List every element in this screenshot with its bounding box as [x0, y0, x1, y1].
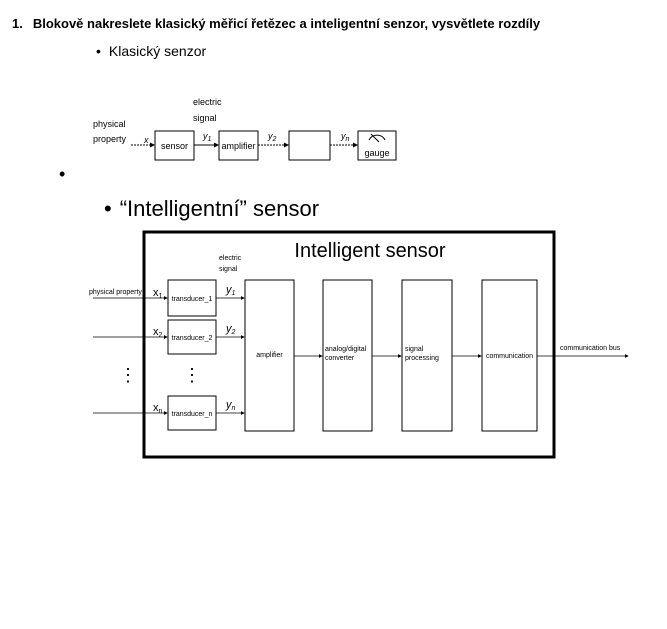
adc-label-1: analog/digital — [325, 346, 367, 353]
intelligent-yn-label: yn — [225, 399, 236, 412]
classic-gauge-box — [357, 130, 397, 161]
question-heading: 1. Blokově nakreslete klasický měřicí řet… — [12, 16, 540, 31]
intelligent-electric-label-2: signal — [219, 266, 238, 273]
transducer-n-box — [167, 395, 217, 431]
classic-y1-label: y1 — [202, 131, 212, 143]
signal-processing-label-1: signal — [405, 346, 424, 353]
classic-physical-label-1: physical — [93, 119, 126, 129]
classic-y2-label: y2 — [267, 131, 277, 143]
transducer-1-box — [167, 279, 217, 317]
communication-label: communication — [486, 353, 533, 360]
transducer-2-label: transducer_2 — [172, 335, 213, 342]
bullet-classic-sensor: • Klasický senzor — [96, 43, 206, 59]
intelligent-x2-label: x2 — [153, 326, 163, 339]
classic-x-label: x — [143, 135, 149, 145]
classic-gauge-label: gauge — [364, 148, 389, 158]
classic-yn-label: yn — [340, 131, 350, 143]
classic-amplifier-box — [218, 130, 259, 161]
intelligent-electric-label-1: electric — [219, 255, 242, 262]
classic-electric-label-2: signal — [193, 113, 217, 123]
adc-box — [322, 279, 373, 432]
bullet-intelligent-label: “Intelligentní” sensor — [119, 196, 320, 221]
classic-amplifier-label: amplifier — [221, 141, 255, 151]
classic-sensor-label: sensor — [161, 141, 188, 151]
intelligent-y2-label: y2 — [225, 323, 236, 336]
transducer-1-label: transducer_1 — [172, 296, 213, 303]
signal-processing-box — [401, 279, 453, 432]
intelligent-amplifier-label: amplifier — [256, 352, 283, 359]
gauge-needle-icon — [370, 133, 380, 143]
bullet-dot: • — [104, 196, 112, 221]
transducers-ellipsis: ⋮ — [183, 365, 201, 385]
question-number: 1. — [12, 16, 23, 31]
adc-label-2: converter — [325, 355, 355, 362]
intelligent-xn-label: xn — [153, 402, 163, 415]
communication-box — [481, 279, 538, 432]
question-text: Blokově nakreslete klasický měřicí řetěz… — [32, 16, 541, 31]
intelligent-amplifier-box — [244, 279, 295, 432]
bullet-dot: • — [96, 43, 101, 59]
intelligent-title: Intelligent sensor — [294, 240, 446, 262]
communication-bus-label: communication bus — [560, 345, 621, 352]
transducer-2-box — [167, 319, 217, 355]
classic-physical-label-2: property — [93, 134, 127, 144]
intelligent-physical-label: physical property — [89, 289, 142, 296]
inputs-ellipsis: ⋮ — [119, 365, 137, 385]
classic-empty-box — [288, 130, 331, 161]
bullet-intelligent-sensor: • “Intelligentní” sensor — [104, 196, 319, 222]
intelligent-x1-label: x1 — [153, 287, 163, 300]
gauge-dial-icon — [368, 134, 386, 141]
empty-bullet: • — [59, 164, 66, 184]
classic-electric-label-1: electric — [193, 97, 222, 107]
signal-processing-label-2: processing — [405, 355, 439, 362]
intelligent-y1-label: y1 — [225, 284, 236, 297]
bullet-classic-label: Klasický senzor — [108, 43, 207, 59]
transducer-n-label: transducer_n — [172, 411, 213, 418]
